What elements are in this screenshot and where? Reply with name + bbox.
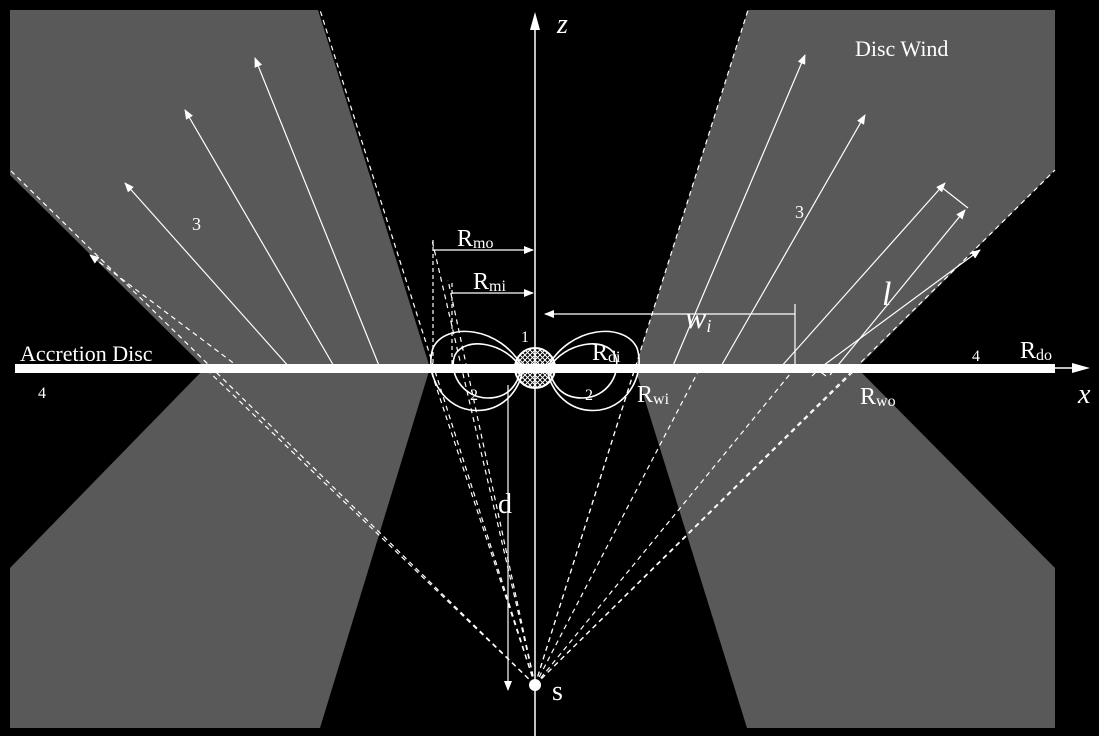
ray [535,368,635,685]
r-mo-label: Rmo [457,226,493,252]
r-do-label: Rdo [1020,338,1052,364]
region-3-right-label: 3 [795,202,804,222]
region-2-left-label: 2 [470,387,478,404]
region-4-left-label: 4 [38,385,46,402]
r-mi-label: Rmi [473,269,506,295]
source-point [529,679,541,691]
region-1-label: 1 [521,329,529,346]
region-4-right-label: 4 [972,348,980,365]
r-di-label: Rdi [592,340,621,366]
ray [432,240,535,685]
upper-left-wind [10,10,430,368]
region-3-left-label: 3 [192,214,201,234]
region-2-right-label: 2 [585,387,593,404]
central-star [515,348,555,388]
source-label: s [552,676,563,707]
x-axis-arrowhead [1072,363,1090,373]
z-axis-arrowhead [530,12,540,30]
d-label: d [498,489,512,520]
l-label: l [882,276,891,313]
disc-wind-label: Disc Wind [855,36,948,61]
ray [430,368,535,685]
z-axis-label: z [556,9,568,40]
lower-left-wind [10,368,430,728]
accretion-disc-label: Accretion Disc [20,341,153,366]
r-wo-label: Rwo [860,384,896,410]
lower-right-wind [635,368,1055,728]
x-axis-label: x [1077,379,1091,410]
